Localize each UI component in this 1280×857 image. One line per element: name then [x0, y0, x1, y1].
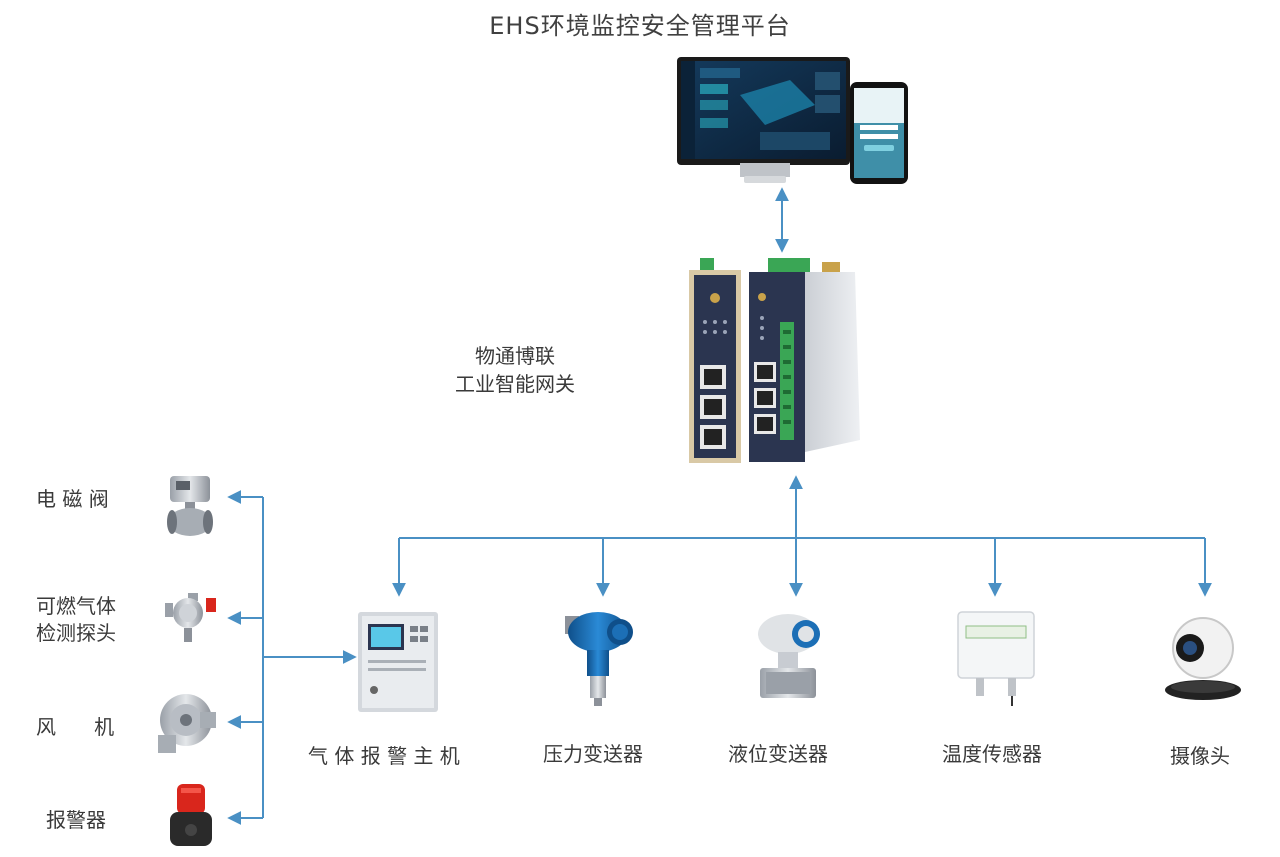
platform-title: EHS环境监控安全管理平台 — [489, 12, 791, 40]
level-transmitter-icon — [758, 614, 820, 698]
smartphone-icon — [850, 82, 908, 184]
gateway-device-large — [749, 258, 860, 462]
pressure-transmitter-icon — [565, 612, 633, 706]
gas-alarm-host-icon — [358, 612, 438, 712]
label-alarm: 报警器 — [46, 808, 106, 832]
label-gas-detector-line1: 可燃气体 — [36, 594, 116, 618]
label-camera: 摄像头 — [1170, 744, 1230, 768]
gateway-label-line1: 物通博联 — [475, 344, 555, 368]
label-solenoid-valve: 电 磁 阀 — [36, 487, 109, 511]
solenoid-valve-icon — [167, 476, 213, 536]
gateway-label-line2: 工业智能网关 — [455, 372, 575, 396]
camera-icon — [1165, 617, 1241, 700]
label-level-transmitter: 液位变送器 — [728, 742, 828, 766]
label-temperature-sensor: 温度传感器 — [942, 742, 1042, 766]
label-fan: 风 机 — [36, 715, 115, 739]
label-gas-alarm-host: 气 体 报 警 主 机 — [308, 744, 460, 768]
label-gas-detector-line2: 检测探头 — [36, 621, 116, 645]
fan-blower-icon — [158, 694, 216, 753]
label-pressure-transmitter: 压力变送器 — [543, 742, 643, 766]
temperature-sensor-icon — [957, 611, 1035, 706]
alarm-light-icon — [170, 784, 212, 846]
gas-detector-icon — [165, 593, 216, 642]
monitor-icon — [677, 57, 850, 183]
gateway-device-small — [689, 258, 741, 463]
